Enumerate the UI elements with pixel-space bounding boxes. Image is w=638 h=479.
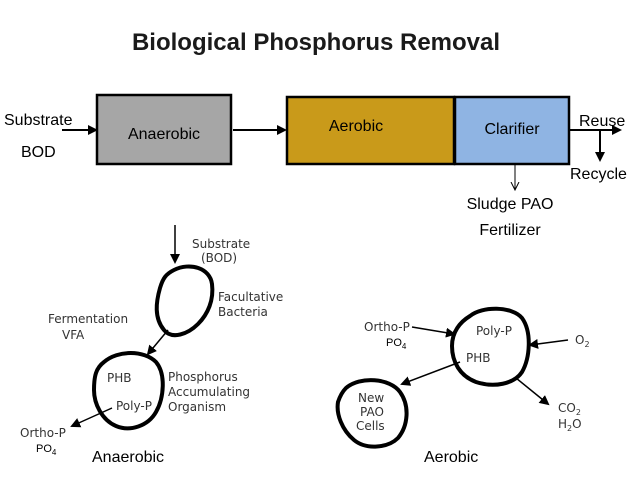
aerobic-phb-label: PHB xyxy=(466,351,491,365)
new-cell-line3: Cells xyxy=(356,419,385,433)
aerobic-polyp-label: Poly-P xyxy=(476,324,512,338)
anaerobic-box xyxy=(95,93,233,166)
sludge-label-line1: Sludge PAO xyxy=(467,196,554,213)
new-cell-line2: PAO xyxy=(360,405,384,419)
aerobic-po4: PO4 xyxy=(386,337,407,351)
polyp-release-arrow xyxy=(70,407,113,428)
sludge-label-line2: Fertilizer xyxy=(479,222,541,239)
fermentation-line1: Fermentation xyxy=(48,312,128,326)
aerobic-caption: Aerobic xyxy=(424,449,478,466)
bacteria-to-pao-arrow xyxy=(146,329,169,356)
respiration-arrow xyxy=(515,377,550,406)
facultative-line2: Bacteria xyxy=(218,305,268,319)
facultative-bacteria-cell xyxy=(154,264,215,338)
h2o-label: H2O xyxy=(558,417,582,433)
anaerobic-ortho-p: Ortho-P xyxy=(20,426,66,440)
anaerobic-pao-cell xyxy=(92,351,165,431)
reuse-label: Reuse xyxy=(579,113,625,130)
oxygen-arrow xyxy=(528,338,569,349)
aerobic-pao-cell xyxy=(450,306,531,387)
facultative-line1: Facultative xyxy=(218,290,283,304)
anaerobic-polyp-label: Poly-P xyxy=(116,399,152,413)
clarifier-box xyxy=(453,95,571,166)
anaerobic-substrate-line2: (BOD) xyxy=(201,251,237,265)
new-pao-cell xyxy=(335,378,409,449)
pao-line1: Phosphorus xyxy=(168,370,238,384)
anaerobic-po4: PO4 xyxy=(36,443,57,457)
pao-line2: Accumulating xyxy=(168,385,250,399)
diagram-title: Biological Phosphorus Removal xyxy=(132,29,500,56)
oxygen-label: O2 xyxy=(575,333,590,349)
fermentation-line2: VFA xyxy=(62,328,85,342)
recycle-label: Recycle xyxy=(570,166,627,183)
aerobic-ortho-p: Ortho-P xyxy=(364,320,410,334)
aerobic-box-label: Aerobic xyxy=(329,118,383,135)
new-cell-line1: New xyxy=(358,391,384,405)
substrate-label: Substrate xyxy=(4,112,73,129)
pao-line3: Organism xyxy=(168,400,226,414)
anaerobic-phb-label: PHB xyxy=(107,371,132,385)
anaerobic-caption: Anaerobic xyxy=(92,449,164,466)
co2-label: CO2 xyxy=(558,401,581,417)
aerobic-box xyxy=(285,95,456,166)
anaerobic-box-label: Anaerobic xyxy=(128,126,200,143)
bod-label: BOD xyxy=(21,144,56,161)
growth-arrow xyxy=(400,361,461,386)
anaerobic-substrate-line1: Substrate xyxy=(192,237,250,251)
clarifier-box-label: Clarifier xyxy=(484,121,540,138)
ortho-p-uptake-arrow xyxy=(411,326,456,338)
